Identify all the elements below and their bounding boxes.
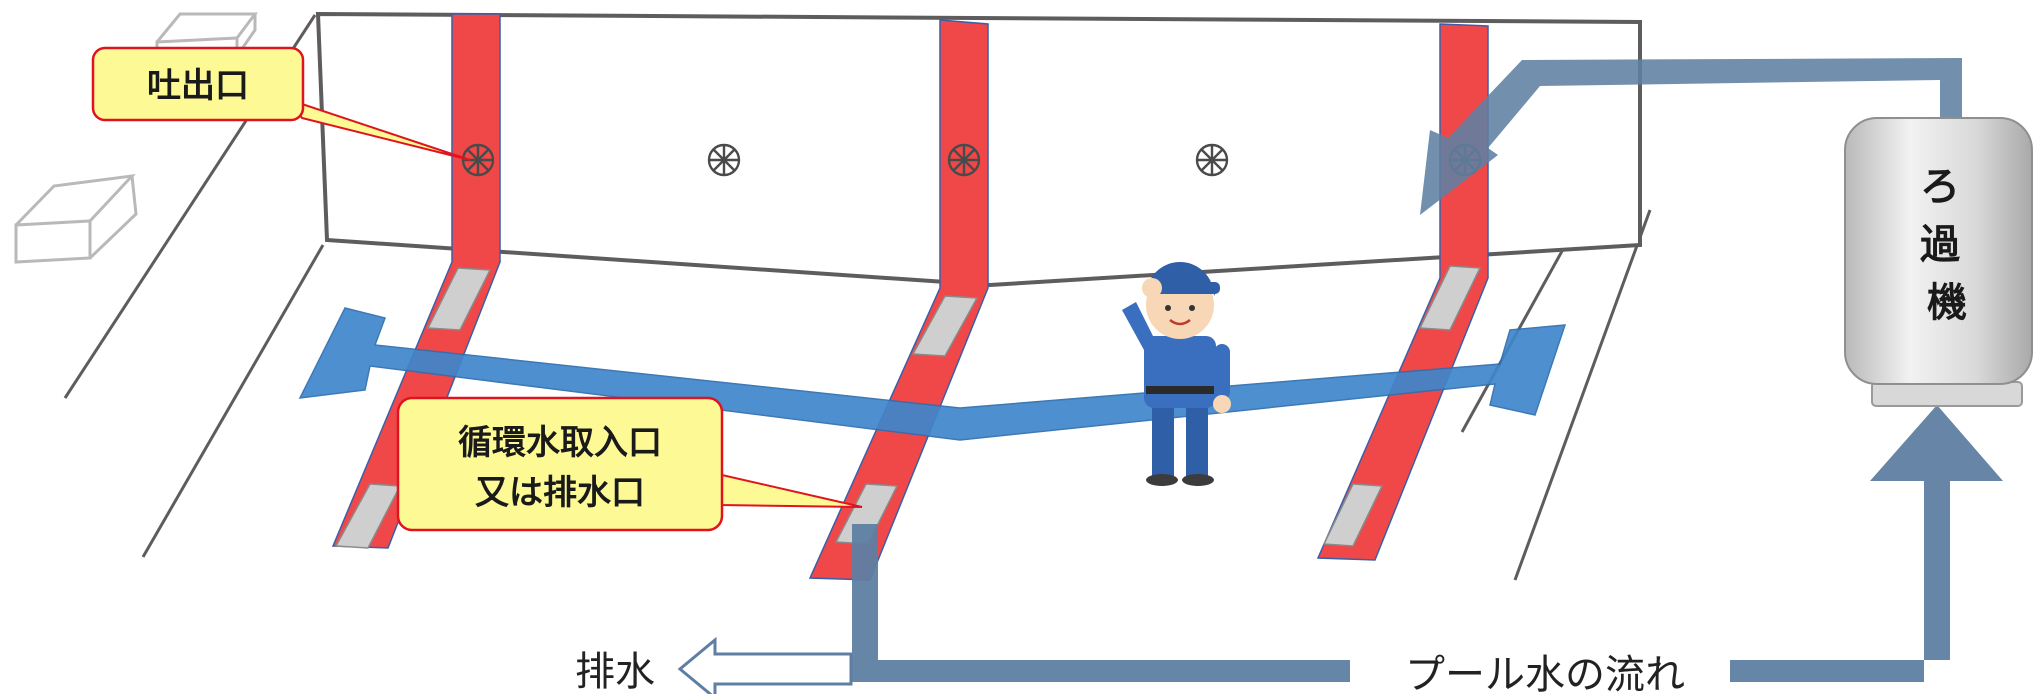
floor-flow-arrow [298,307,1567,441]
red-channel-left [331,13,501,549]
drain-arrow [677,636,853,694]
valve-icons [461,143,1482,177]
valve-icon [1195,143,1229,177]
filter-unit [1844,117,2033,407]
pool-worker-illustration [1122,262,1231,486]
valve-icon [707,143,741,177]
up-arrow-head [1870,405,2003,481]
drain-to-filter-pipe [852,405,2003,682]
callout-outlet-text: 吐出口 [147,66,249,106]
callout-intake-line2: 又は排水口 [475,473,645,513]
floor-grates [334,265,1482,549]
valve-icon [461,143,495,177]
callout-intake-line1: 循環水取入口 [458,423,662,463]
drain-label: 排水 [575,649,655,694]
filter-label: ろ 過 機 [1920,164,1974,326]
pool-water-flow-label: プール水の流れ [1405,652,1685,694]
valve-icon [947,143,981,177]
callout-outlet: 吐出口 [91,46,471,161]
callout-intake: 循環水取入口 又は排水口 [396,396,863,532]
filter-return-pipe [1420,58,1962,215]
